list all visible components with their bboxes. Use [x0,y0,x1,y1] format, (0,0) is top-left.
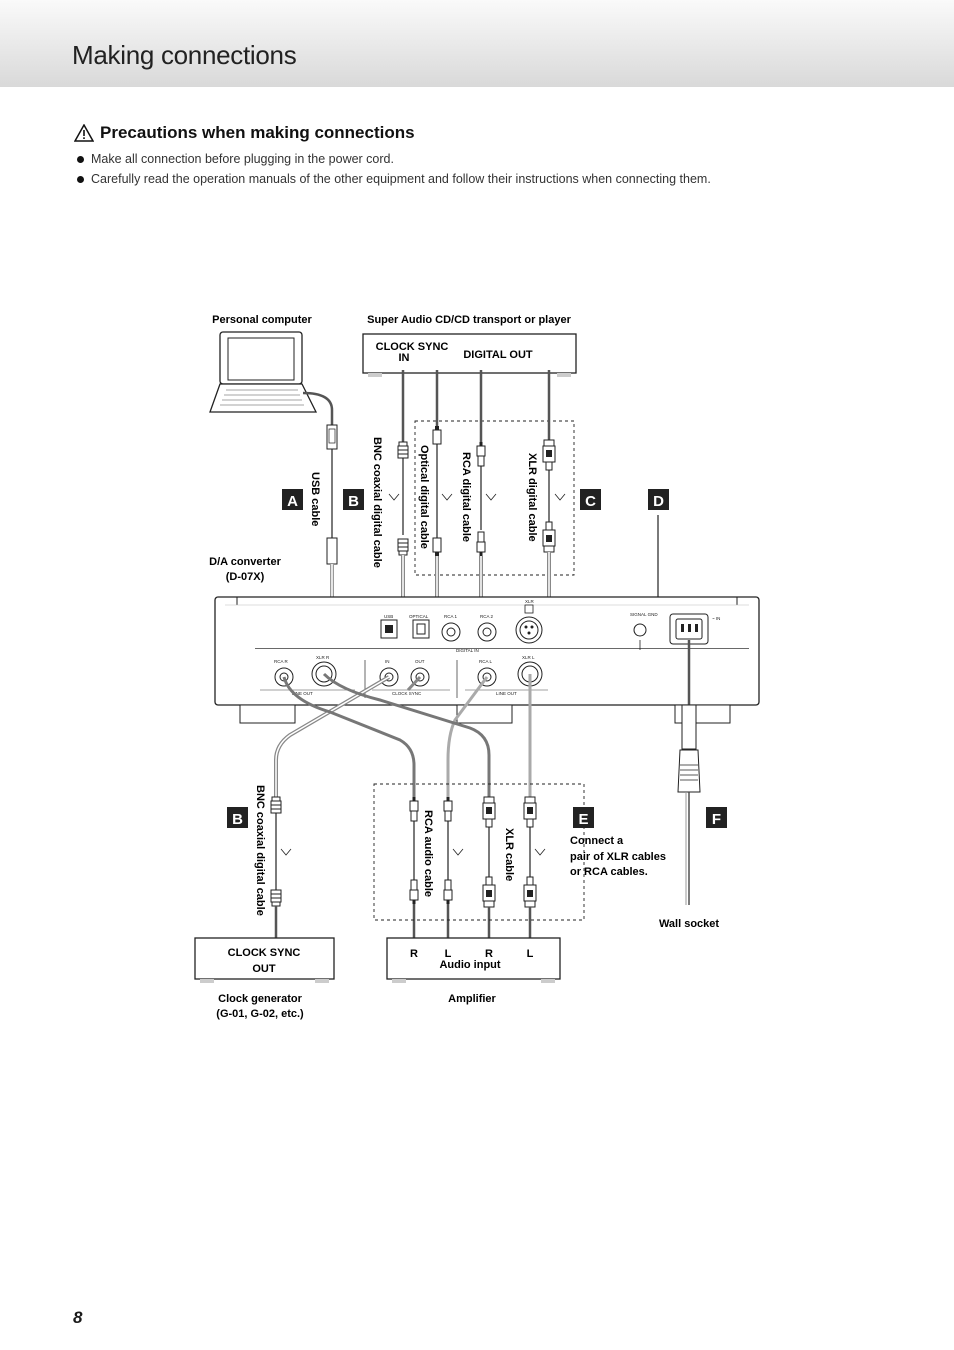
panel-xlr-r-label: XLR R [316,655,330,660]
panel-out-label: OUT [415,659,425,664]
marker-d-text: D [653,493,664,510]
marker-e-text: E [578,811,588,828]
marker-b-bottom-text: B [232,811,243,828]
precautions-list: Make all connection before plugging in t… [76,151,711,191]
panel-signal-gnd-label: SIGNAL GND [630,612,658,617]
computer-label: Personal computer [212,314,312,326]
wall-socket-label: Wall socket [659,918,719,930]
usb-cable-label: USB cable [309,472,321,526]
marker-a [282,489,303,510]
panel-rca1-label: RCA 1 [444,614,458,619]
amp-l1-label: L [445,948,452,960]
panel-rca-l-label: RCA L [479,659,493,664]
note-line-2: pair of XLR cables [570,851,666,863]
amplifier-label: Amplifier [448,993,496,1005]
clock-sync-out-label: CLOCK SYNC [228,947,301,959]
list-item-text: Make all connection before plugging in t… [91,152,394,166]
note-line-3: or RCA cables. [570,866,648,878]
list-item-text: Carefully read the operation manuals of … [91,172,711,186]
panel-in-label: IN [385,659,390,664]
converter-label: D/A converter [209,556,281,568]
rca-digital-cable-label: RCA digital cable [460,452,472,542]
optical-cable-label: Optical digital cable [418,445,430,549]
xlr-audio-cable [322,672,546,940]
converter-rear-panel [214,596,760,724]
rca-audio-cable-label: RCA audio cable [422,810,434,897]
panel-optical-label: OPTICAL [409,614,429,619]
clock-generator-device [194,937,335,983]
panel-clock-sync-label: CLOCK SYNC [392,691,422,696]
page-number: 8 [73,1308,83,1327]
transport-device [362,333,577,377]
marker-b-top [343,489,364,510]
clock-generator-models: (G-01, G-02, etc.) [216,1008,304,1020]
digital-out-label: DIGITAL OUT [463,349,533,361]
clock-generator-label: Clock generator [218,993,302,1005]
marker-a-text: A [287,493,298,510]
amp-r2-label: R [485,948,493,960]
bnc-cable-bottom [270,675,391,940]
panel-rca2-label: RCA 2 [480,614,494,619]
note-line-1: Connect a [570,835,624,847]
audio-input-label: Audio input [439,959,500,971]
digital-cable-group [414,420,575,576]
warning-icon [74,124,94,142]
marker-c-text: C [585,493,596,510]
section-heading: Precautions when making connections [74,123,415,143]
bullet-icon [77,176,84,183]
marker-e [573,807,594,828]
panel-xlr-l-label: XLR L [522,655,535,660]
marker-b-top-text: B [348,493,359,510]
bnc-cable-top-label: BNC coaxial digital cable [371,437,383,568]
rca-audio-cable [282,676,489,940]
panel-xlr-label: XLR [525,599,535,604]
section-heading-text: Precautions when making connections [100,123,415,142]
bnc-cable-bottom-label: BNC coaxial digital cable [254,785,266,916]
panel-line-out-1-label: LINE OUT [292,691,313,696]
panel-digital-in-label: DIGITAL IN [456,648,479,653]
marker-b-bottom [227,807,248,828]
xlr-digital-cable-label: XLR digital cable [526,453,538,542]
panel-labels: USB OPTICAL RCA 1 RCA 2 XLR DIGITAL IN S… [274,599,720,696]
list-item: Make all connection before plugging in t… [76,151,711,171]
clock-sync-in-label: CLOCK SYNC [376,341,449,353]
clock-out-lead [406,675,422,692]
power-cable [677,640,701,905]
transport-label: Super Audio CD/CD transport or player [367,314,571,326]
marker-f [706,807,727,828]
panel-line-out-2-label: LINE OUT [496,691,517,696]
panel-usb-label: USB [384,614,393,619]
amp-r1-label: R [410,948,418,960]
bullet-icon [77,156,84,163]
amp-l2-label: L [527,948,534,960]
converter-model: (D-07X) [226,571,265,583]
marker-f-text: F [712,811,721,828]
panel-ac-in-label: ~ IN [712,616,720,621]
audio-cable-group [373,783,585,921]
page-title: Making connections [72,40,297,70]
clock-sync-out-label-2: OUT [252,963,276,975]
clock-sync-in-label-2: IN [399,352,410,364]
marker-c [580,489,601,510]
list-item: Carefully read the operation manuals of … [76,171,711,191]
amplifier-device [386,937,561,983]
xlr-audio-cable-label: XLR cable [503,828,515,881]
laptop-icon [209,331,318,413]
panel-rca-r-label: RCA R [274,659,289,664]
page-header [0,0,954,87]
marker-d [648,489,669,510]
